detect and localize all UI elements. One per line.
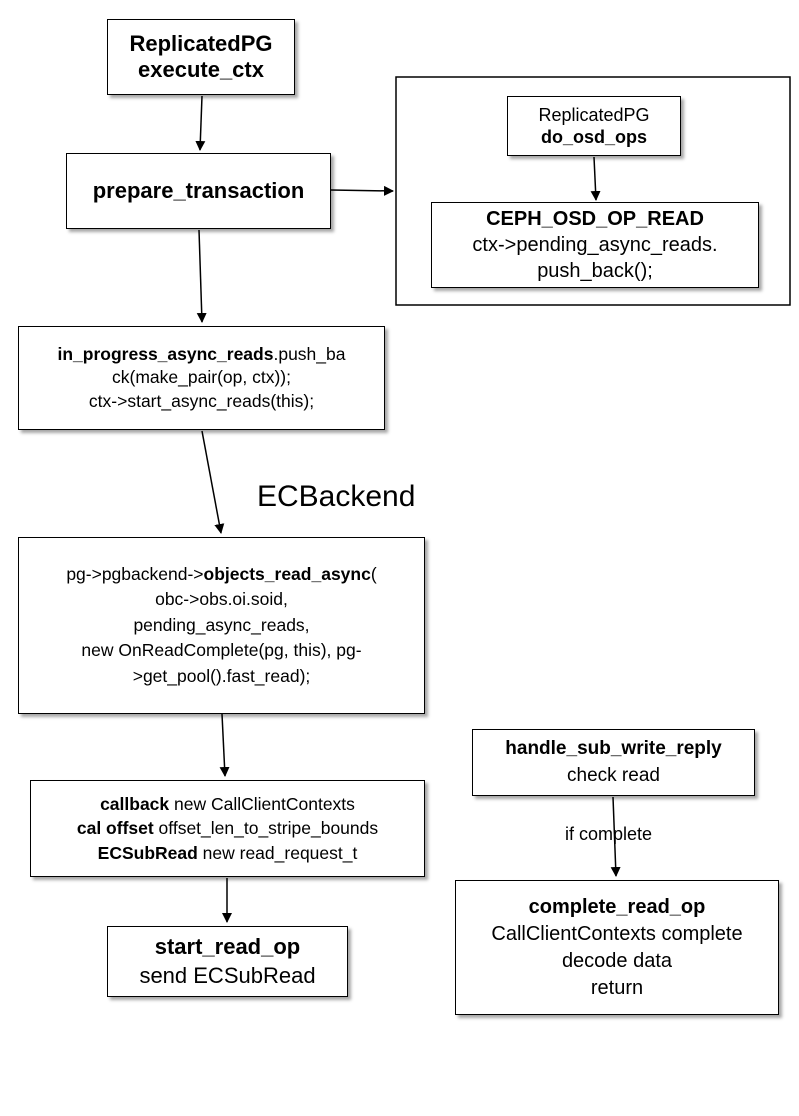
- complete-read-op-line4: return: [590, 976, 644, 999]
- in-progress-line3: ctx->start_async_reads(this);: [88, 390, 315, 411]
- in-progress-rest: .push_ba: [273, 343, 346, 364]
- in-progress-line2: ck(make_pair(op, ctx));: [112, 367, 291, 388]
- callback-row2-bold: cal offset: [76, 818, 154, 839]
- callback-row2: cal offset offset_len_to_stripe_bounds: [77, 816, 378, 841]
- ceph-osd-op-read-title: CEPH_OSD_OP_READ: [486, 208, 704, 230]
- prepare-transaction-label: prepare_transaction: [92, 178, 305, 203]
- arrow-execute-to-prepare: [195, 95, 206, 151]
- start-read-op-title: start_read_op: [154, 933, 301, 959]
- complete-read-op-line3: decode data: [561, 949, 673, 972]
- arrow-handle-reply-to-complete: [610, 796, 621, 877]
- objects-read-async-line4: new OnReadComplete(pg, this), pg-: [81, 640, 362, 661]
- execute-ctx-method: execute_ctx: [138, 57, 264, 82]
- objects-read-async-line3: pending_async_reads,: [133, 614, 310, 635]
- arrow-in-progress-to-objects-read: [201, 430, 225, 534]
- callback-row2-rest: offset_len_to_stripe_bounds: [153, 818, 379, 839]
- objects-read-async-line1: pg->pgbackend->objects_read_async(: [66, 562, 376, 587]
- if-complete-label: if complete: [565, 824, 653, 844]
- objects-read-async-line2: obc->obs.oi.soid,: [155, 589, 288, 610]
- do-osd-ops-method: do_osd_ops: [540, 127, 647, 147]
- callback-row3-rest: new read_request_t: [197, 842, 358, 863]
- arrow-prepare-to-group: [330, 185, 394, 196]
- ceph-osd-op-read-line2: ctx->pending_async_reads.: [472, 234, 718, 256]
- arrow-do-osd-ops-to-read: [590, 156, 601, 201]
- callback-row3: ECSubRead new read_request_t: [98, 841, 358, 866]
- objects-read-async-line5: >get_pool().fast_read);: [132, 665, 311, 686]
- in-progress-line1: in_progress_async_reads.push_ba: [58, 343, 346, 367]
- box-complete-read-op: complete_read_op CallClientContexts comp…: [455, 880, 779, 1015]
- callback-row3-bold: ECSubRead: [97, 842, 198, 863]
- handle-sub-write-reply-title: handle_sub_write_reply: [505, 737, 722, 759]
- objects-read-async-bold: objects_read_async: [203, 564, 371, 585]
- objects-read-async-suffix: (: [370, 564, 377, 585]
- arrow-prepare-to-in-progress: [196, 229, 207, 323]
- box-replicatedpg-execute-ctx: ReplicatedPG execute_ctx: [107, 19, 295, 95]
- ceph-osd-op-read-line3: push_back();: [537, 260, 653, 282]
- handle-sub-write-reply-line2: check read: [567, 764, 660, 786]
- box-in-progress-async-reads: in_progress_async_reads.push_ba ck(make_…: [18, 326, 385, 430]
- in-progress-bold: in_progress_async_reads: [57, 343, 274, 364]
- box-callback: callback new CallClientContexts cal offs…: [30, 780, 425, 877]
- box-handle-sub-write-reply: handle_sub_write_reply check read: [472, 729, 755, 796]
- box-objects-read-async: pg->pgbackend->objects_read_async( obc->…: [18, 537, 425, 714]
- box-prepare-transaction: prepare_transaction: [66, 153, 331, 229]
- callback-row1-rest: new CallClientContexts: [169, 793, 355, 814]
- box-replicatedpg-do-osd-ops: ReplicatedPG do_osd_ops: [507, 96, 681, 156]
- objects-read-async-prefix: pg->pgbackend->: [66, 564, 204, 585]
- box-ceph-osd-op-read: CEPH_OSD_OP_READ ctx->pending_async_read…: [431, 202, 759, 288]
- arrow-objects-read-to-callback: [219, 713, 230, 777]
- ecbackend-label: ECBackend: [257, 480, 416, 513]
- callback-row1: callback new CallClientContexts: [100, 792, 355, 817]
- callback-row1-bold: callback: [100, 793, 170, 814]
- start-read-op-line2: send ECSubRead: [139, 962, 316, 988]
- complete-read-op-line2: CallClientContexts complete: [491, 922, 743, 945]
- do-osd-ops-class: ReplicatedPG: [538, 104, 650, 125]
- complete-read-op-title: complete_read_op: [528, 895, 706, 918]
- box-start-read-op: start_read_op send ECSubRead: [107, 926, 348, 997]
- execute-ctx-class: ReplicatedPG: [129, 30, 273, 56]
